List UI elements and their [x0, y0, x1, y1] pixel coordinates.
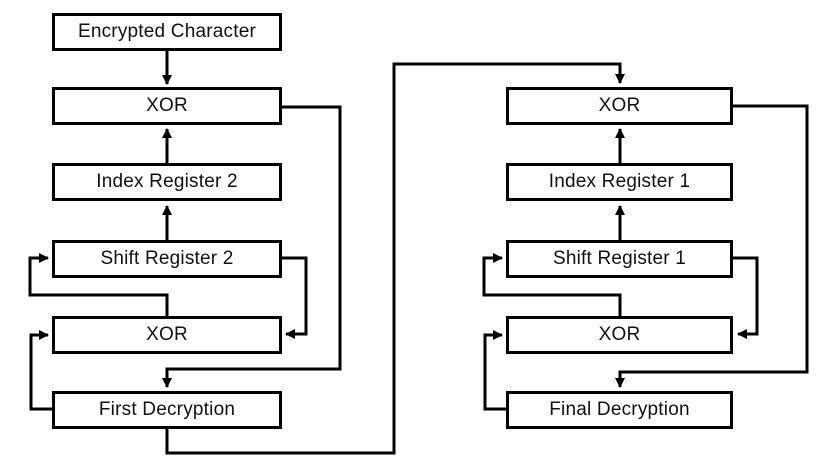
conn-shift2-right-to-xor2 — [281, 256, 308, 339]
conn-xor4-feedback-to-shift1 — [482, 253, 622, 316]
node-shift-register-1: Shift Register 1 — [506, 240, 733, 278]
conn-xor2-feedback-to-shift2 — [28, 253, 169, 316]
conn-firstdec-to-xor-right-top — [165, 62, 625, 455]
node-final-decryption: Final Decryption — [506, 391, 733, 429]
conn-xor-out-to-firstdec — [162, 105, 342, 388]
node-xor-right-bottom: XOR — [506, 316, 733, 354]
node-xor-left-bottom: XOR — [52, 316, 282, 354]
node-xor-left-top: XOR — [52, 87, 282, 125]
conn-firstdec-left-to-xor2 — [29, 330, 54, 411]
conn-shift1-right-to-xor4 — [733, 256, 759, 339]
node-xor-right-top: XOR — [506, 87, 733, 125]
node-encrypted-character: Encrypted Character — [52, 13, 282, 51]
node-index-register-1: Index Register 1 — [506, 163, 733, 201]
node-first-decryption: First Decryption — [52, 391, 282, 429]
node-index-register-2: Index Register 2 — [52, 163, 282, 201]
conn-xor-right-out-to-finaldec — [615, 104, 809, 388]
conn-finaldec-left-to-xor4 — [483, 330, 508, 411]
node-shift-register-2: Shift Register 2 — [52, 240, 282, 278]
